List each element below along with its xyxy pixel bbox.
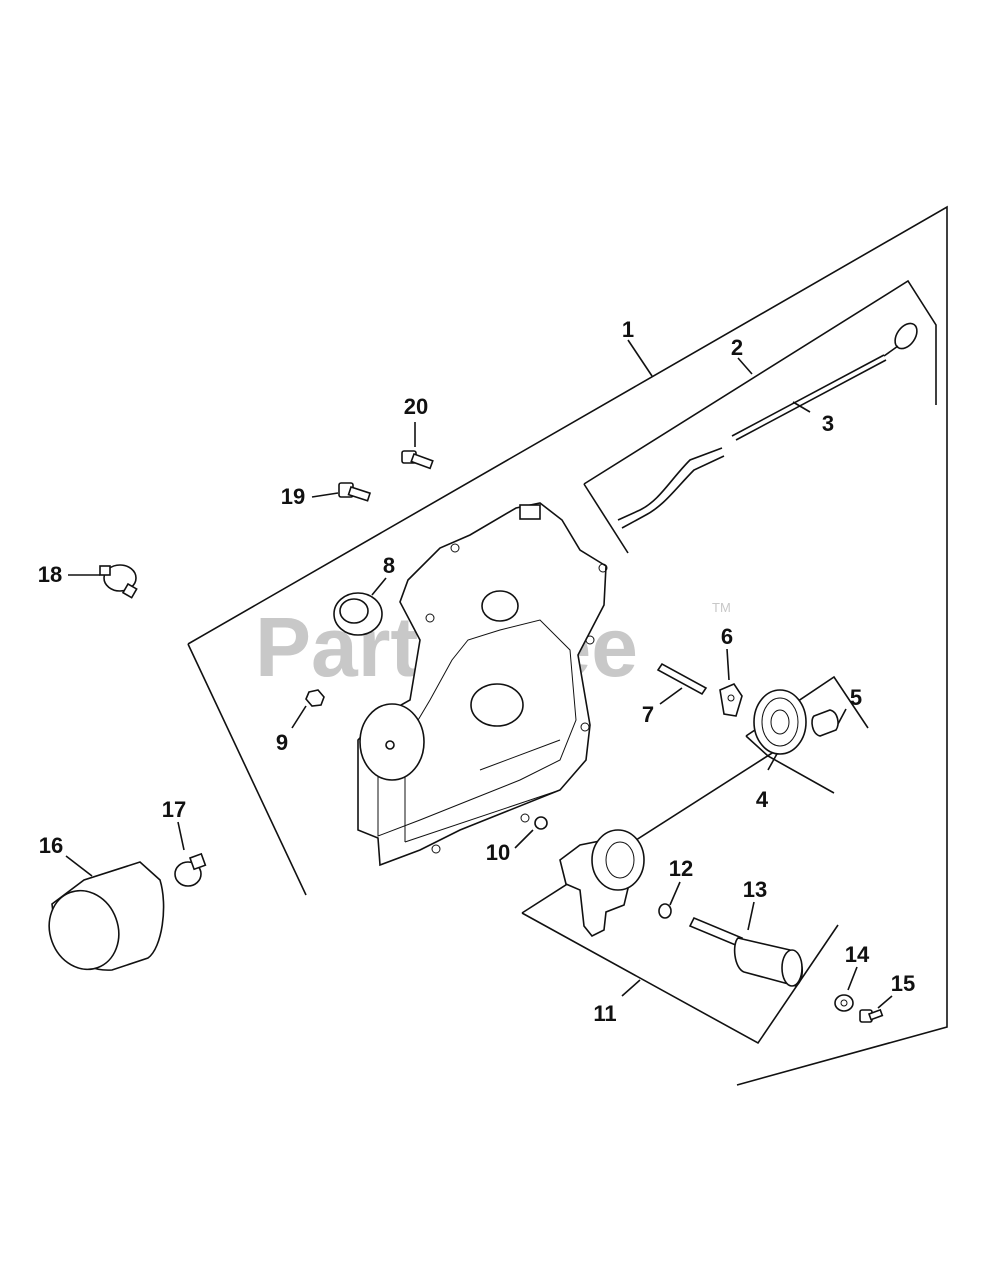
assembly-bracket-2 xyxy=(583,279,937,554)
o-ring-10-icon xyxy=(534,816,548,830)
screw-15-icon xyxy=(859,1008,884,1023)
callout-9: 9 xyxy=(276,730,288,755)
callout-20: 20 xyxy=(404,394,428,419)
oil-filter-16-icon xyxy=(48,861,165,971)
callout-15: 15 xyxy=(891,971,915,996)
oil-seal-8-icon xyxy=(333,592,383,636)
ring-12-icon xyxy=(658,903,672,919)
watermark-trademark: TM xyxy=(712,600,731,615)
callout-12: 12 xyxy=(669,856,693,881)
callout-10: 10 xyxy=(486,840,510,865)
callout-5: 5 xyxy=(850,685,862,710)
plug-17-icon xyxy=(174,852,207,887)
pin-7-icon xyxy=(656,662,708,696)
crankcase-cover-icon xyxy=(357,502,608,867)
callout-17: 17 xyxy=(162,797,186,822)
callout-6: 6 xyxy=(721,624,733,649)
dipstick-3-icon xyxy=(617,322,918,529)
callout-18: 18 xyxy=(38,562,62,587)
assembly-bracket-1 xyxy=(187,205,948,1086)
bolt-20-icon xyxy=(401,450,434,470)
callout-8: 8 xyxy=(383,553,395,578)
callout-3: 3 xyxy=(822,411,834,436)
callout-2: 2 xyxy=(731,335,743,360)
washer-14-icon xyxy=(834,994,854,1012)
callout-labels: 1 2 3 4 5 6 7 8 9 10 11 12 13 14 15 16 1… xyxy=(38,317,915,1026)
callout-7: 7 xyxy=(642,702,654,727)
callout-16: 16 xyxy=(39,833,63,858)
plug-5-icon xyxy=(811,709,839,737)
oil-sensor-18-icon xyxy=(99,564,138,599)
callout-1: 1 xyxy=(622,317,634,342)
washer-6-icon xyxy=(719,683,743,717)
oil-pump-11-icon xyxy=(559,829,645,938)
assembly-bracket-11 xyxy=(521,747,839,1045)
callout-19: 19 xyxy=(281,484,305,509)
callout-4: 4 xyxy=(756,787,769,812)
bolt-19-icon xyxy=(338,482,372,502)
nut-9-icon xyxy=(305,689,325,707)
callout-14: 14 xyxy=(845,942,870,967)
callout-11: 11 xyxy=(593,1001,616,1026)
callout-13: 13 xyxy=(743,877,767,902)
gear-4-icon xyxy=(753,689,807,755)
rotor-shaft-13-icon xyxy=(688,916,803,987)
leader-lines xyxy=(65,339,893,1009)
